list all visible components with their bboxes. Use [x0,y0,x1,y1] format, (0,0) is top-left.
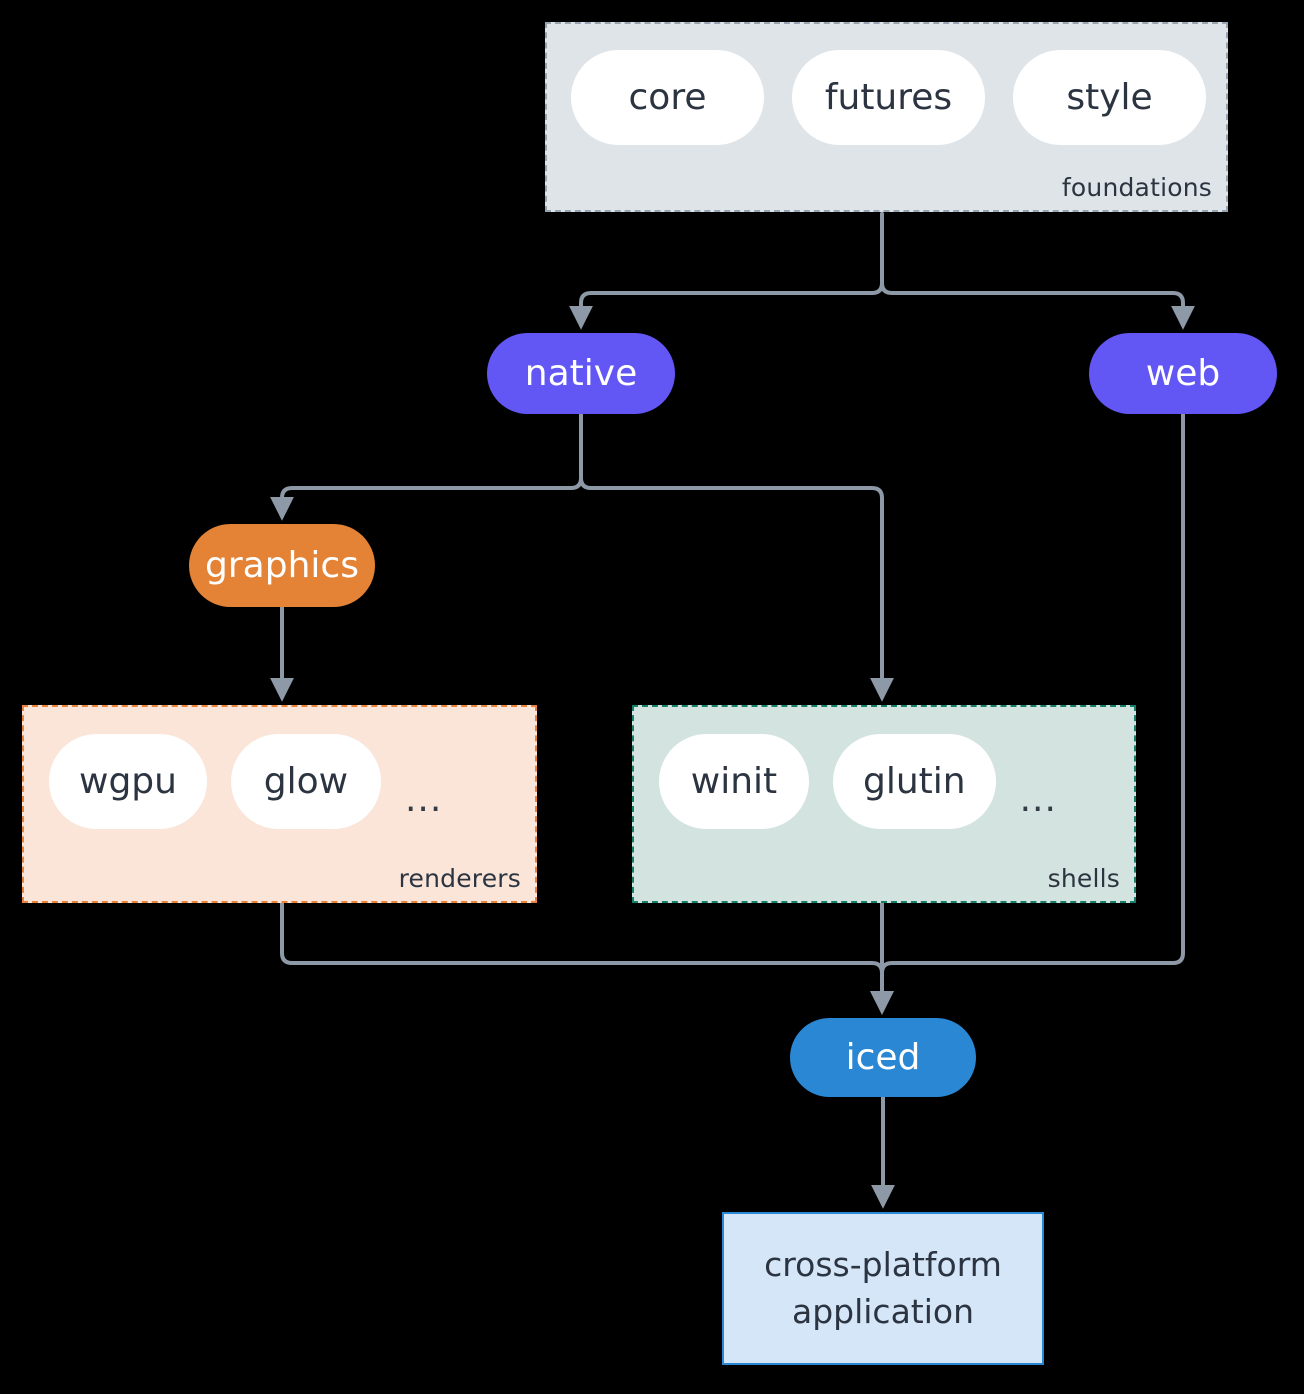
edge-native-graphics [270,412,583,521]
cluster-renderers-label: renderers [398,864,521,893]
edge-foundations-native [569,212,884,330]
node-web[interactable]: web [1089,333,1277,414]
cluster-renderers-items: wgpu glow ... [24,734,560,829]
node-style[interactable]: style [1013,50,1206,145]
application-label-line1: cross-platform [764,1245,1002,1285]
application-label-line2: application [791,1291,975,1331]
cluster-shells-items: winit glutin ... [634,734,1159,829]
node-core[interactable]: core [571,50,764,145]
shells-ellipsis: ... [1019,779,1057,821]
node-glow[interactable]: glow [230,734,381,829]
node-graphics[interactable]: graphics [189,524,375,607]
node-glutin[interactable]: glutin [833,734,996,829]
edge-renderers-iced [280,901,894,1015]
node-iced[interactable]: iced [790,1018,976,1097]
cluster-shells-label: shells [1047,864,1120,893]
renderers-ellipsis: ... [404,779,443,821]
cluster-foundations-label: foundations [1061,173,1212,202]
node-wgpu[interactable]: wgpu [49,734,207,829]
cluster-foundations-items: core futures style [547,50,1250,145]
node-native[interactable]: native [487,333,675,414]
cluster-renderers: wgpu glow ... renderers [22,705,537,903]
cluster-foundations: core futures style foundations [545,22,1228,212]
node-winit[interactable]: winit [659,734,809,829]
cluster-shells: winit glutin ... shells [632,705,1136,903]
edge-foundations-web [880,212,1195,330]
node-futures[interactable]: futures [792,50,985,145]
node-cross-platform-application[interactable]: cross-platform application [722,1212,1044,1365]
edge-native-shells [579,412,894,702]
